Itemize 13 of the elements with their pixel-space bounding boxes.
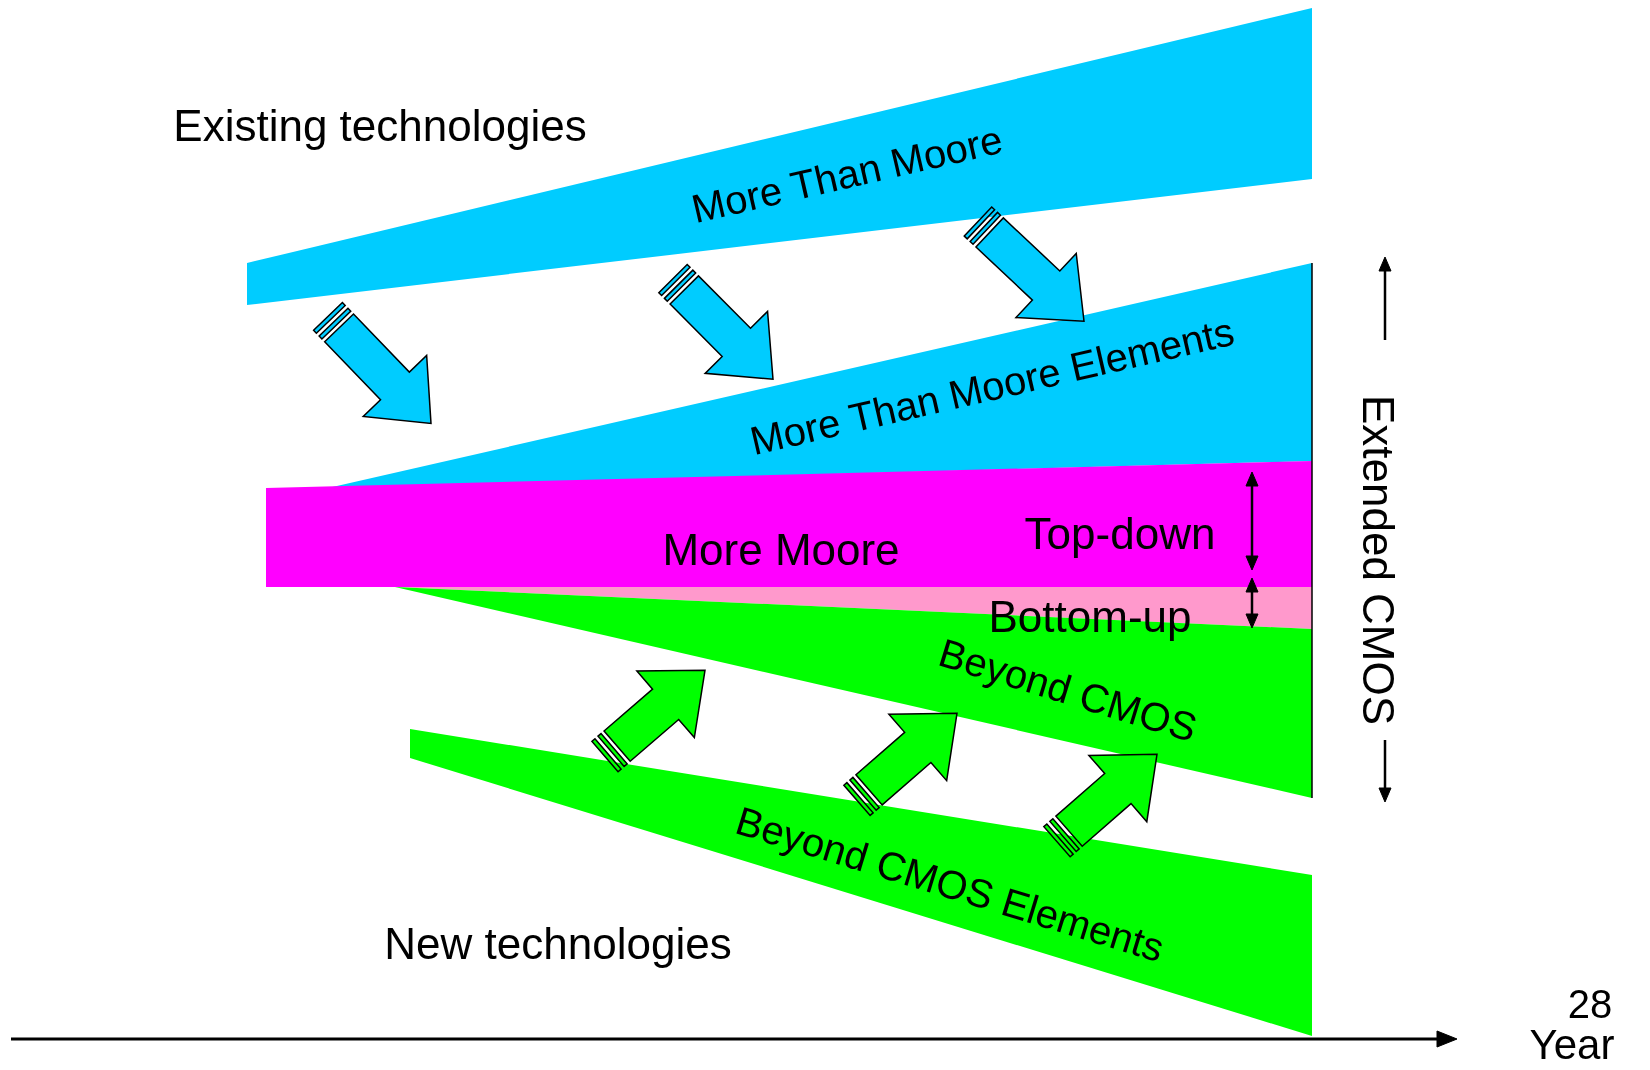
band-label: More Than Moore Elements bbox=[745, 308, 1239, 464]
band-label: More Moore bbox=[662, 525, 900, 575]
side-label: New technologies bbox=[384, 919, 732, 969]
side-label: Existing technologies bbox=[173, 101, 587, 151]
block-arrow bbox=[312, 301, 432, 425]
band-label: More Than Moore bbox=[687, 116, 1007, 232]
band-label: Top-down bbox=[1024, 509, 1216, 559]
side-label: Extended CMOS bbox=[1353, 394, 1403, 726]
block-arrow bbox=[657, 263, 774, 381]
block-arrow bbox=[963, 205, 1085, 322]
block-arrow bbox=[1042, 753, 1158, 858]
block-arrow bbox=[590, 669, 706, 773]
block-arrow bbox=[842, 712, 958, 817]
